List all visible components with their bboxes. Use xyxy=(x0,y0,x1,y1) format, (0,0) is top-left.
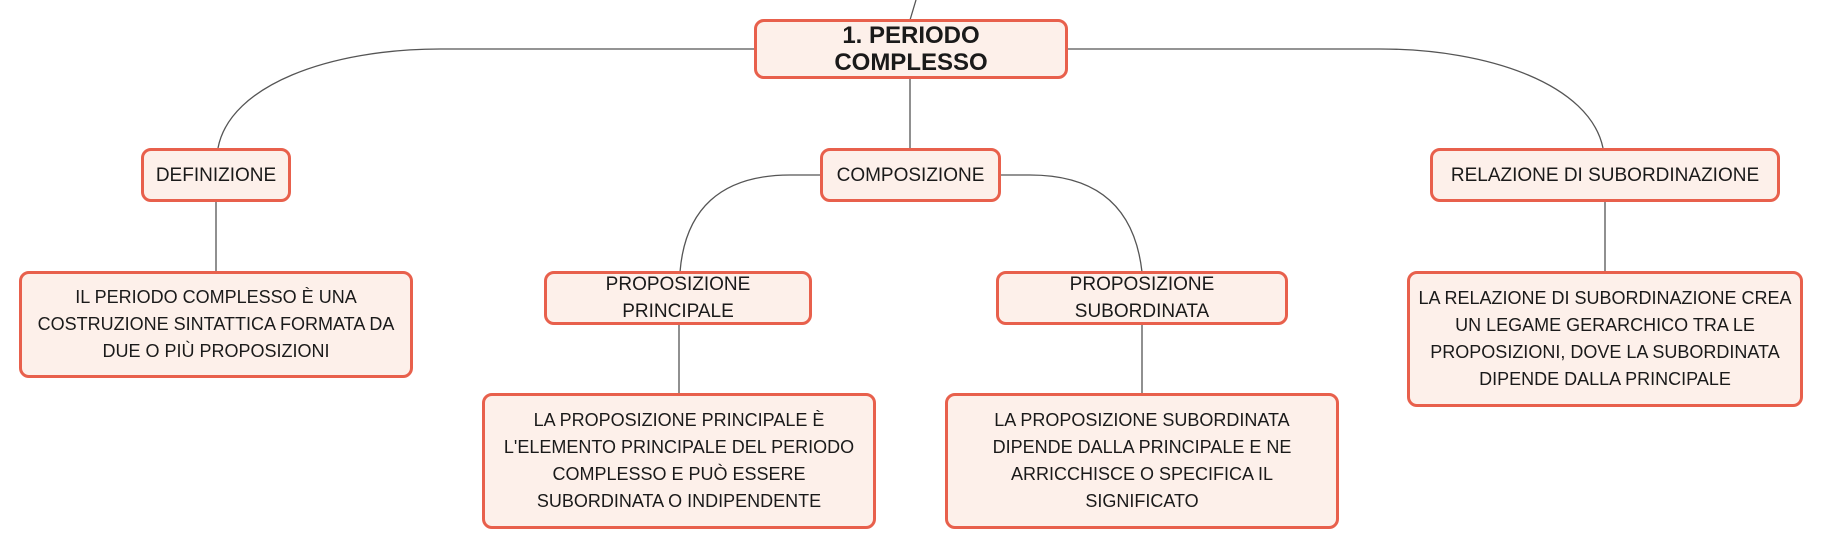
connector-composizione-principale xyxy=(679,174,822,273)
definizione-node[interactable]: DEFINIZIONE xyxy=(141,148,291,202)
subordinata-text-node[interactable]: LA PROPOSIZIONE SUBORDINATA DIPENDE DALL… xyxy=(945,393,1339,529)
root-title: 1. PERIODO COMPLESSO xyxy=(834,22,988,76)
principale-text: LA PROPOSIZIONE PRINCIPALE È L'ELEMENTO … xyxy=(503,410,855,511)
root-node[interactable]: 1. PERIODO COMPLESSO xyxy=(754,19,1068,79)
connector-composizione-subordinata xyxy=(1000,174,1143,273)
principale-label: PROPOSIZIONE PRINCIPALE xyxy=(605,274,751,322)
connector-root-parent xyxy=(909,0,917,21)
definizione-text: IL PERIODO COMPLESSO È UNA COSTRUZIONE S… xyxy=(37,287,395,361)
relazione-text-node[interactable]: LA RELAZIONE DI SUBORDINAZIONE CREA UN L… xyxy=(1407,271,1803,407)
principale-text-node[interactable]: LA PROPOSIZIONE PRINCIPALE È L'ELEMENTO … xyxy=(482,393,876,529)
composizione-label: COMPOSIZIONE xyxy=(836,164,985,186)
subordinata-text: LA PROPOSIZIONE SUBORDINATA DIPENDE DALL… xyxy=(992,410,1292,511)
definizione-label: DEFINIZIONE xyxy=(155,164,277,186)
principale-node[interactable]: PROPOSIZIONE PRINCIPALE xyxy=(544,271,812,325)
connector-root-definizione xyxy=(217,48,755,149)
relazione-text: LA RELAZIONE DI SUBORDINAZIONE CREA UN L… xyxy=(1418,288,1792,389)
relazione-node[interactable]: RELAZIONE DI SUBORDINAZIONE xyxy=(1430,148,1780,202)
relazione-label: RELAZIONE DI SUBORDINAZIONE xyxy=(1450,164,1760,186)
connector-root-relazione xyxy=(1067,48,1604,149)
composizione-node[interactable]: COMPOSIZIONE xyxy=(820,148,1001,202)
subordinata-label: PROPOSIZIONE SUBORDINATA xyxy=(1069,274,1215,322)
definizione-text-node[interactable]: IL PERIODO COMPLESSO È UNA COSTRUZIONE S… xyxy=(19,271,413,378)
subordinata-node[interactable]: PROPOSIZIONE SUBORDINATA xyxy=(996,271,1288,325)
